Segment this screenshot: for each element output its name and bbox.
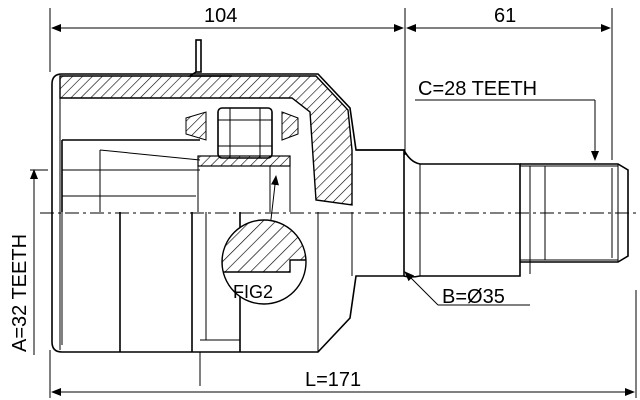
outer-housing: [51, 73, 405, 386]
dimension-lines: [30, 8, 637, 398]
overall-length-label: L=171: [305, 369, 361, 391]
bolt-detail: [185, 39, 299, 212]
spider-plate: [197, 155, 291, 167]
fig2-detail: FIG2: [221, 219, 307, 305]
spline-a-label: A=32 TEETH: [9, 234, 31, 352]
diameter-b-label: B=Ø35: [442, 286, 505, 308]
dim-104-label: 104: [204, 5, 237, 27]
stub-shaft: [356, 149, 629, 278]
spline-c-label: C=28 TEETH: [418, 78, 537, 100]
fig2-label: FIG2: [233, 282, 273, 302]
dim-61-label: 61: [494, 5, 516, 27]
housing-wall-hatch: [59, 75, 353, 206]
